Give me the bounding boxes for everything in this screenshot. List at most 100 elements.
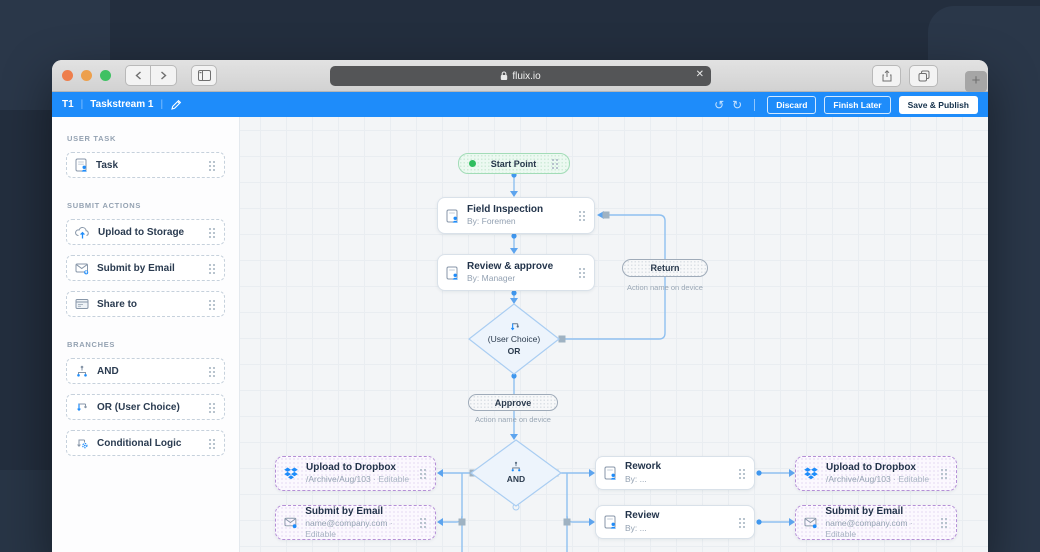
palette-item-label: Share to — [97, 298, 138, 310]
detail-separator: · — [893, 474, 896, 485]
drag-handle-icon[interactable] — [208, 159, 216, 171]
task-icon — [604, 515, 616, 529]
drag-handle-icon[interactable] — [551, 158, 559, 169]
sidebar-toggle-button[interactable] — [191, 65, 217, 86]
editable-tag: Editable — [825, 528, 857, 539]
detail-separator: · — [389, 518, 393, 529]
palette-item-share-to[interactable]: Share to — [66, 291, 225, 317]
node-return-action[interactable]: Return — [622, 259, 708, 277]
connector-lines — [437, 172, 795, 552]
node-title: Rework — [625, 461, 662, 473]
node-upload-dropbox-right[interactable]: Upload to Dropbox /Archive/Aug/103 · Edi… — [795, 456, 957, 491]
drag-handle-icon[interactable] — [419, 468, 427, 479]
workflow-canvas[interactable]: Start Point Field Inspection By: Foremen… — [240, 117, 988, 552]
node-label: (User Choice) — [487, 334, 541, 345]
node-title: Review — [625, 510, 660, 522]
drag-handle-icon[interactable] — [208, 262, 216, 274]
taskstream-title[interactable]: Taskstream 1 — [90, 99, 154, 110]
node-label: OR — [507, 345, 521, 356]
node-upload-dropbox-left[interactable]: Upload to Dropbox /Archive/Aug/103 · Edi… — [275, 456, 436, 491]
palette-item-or-user-choice[interactable]: OR (User Choice) — [66, 394, 225, 420]
task-icon — [446, 266, 458, 280]
editable-tag: Editable — [898, 474, 930, 485]
node-subtitle: By: Manager — [467, 273, 516, 284]
node-approve-action[interactable]: Approve — [468, 394, 558, 411]
close-window-button[interactable] — [62, 70, 73, 81]
node-subtitle: By: Foremen — [467, 216, 516, 227]
share-button[interactable] — [872, 65, 901, 87]
detail-separator: · — [909, 518, 913, 529]
close-tab-icon[interactable]: ✕ — [695, 69, 704, 80]
drag-handle-icon[interactable] — [940, 468, 948, 479]
action-caption: Action name on device — [475, 415, 551, 424]
palette-item-conditional-logic[interactable]: Conditional Logic — [66, 430, 225, 456]
action-caption: Action name on device — [627, 283, 703, 292]
node-review-approve[interactable]: Review & approve By: Manager — [437, 254, 595, 291]
share-to-icon — [75, 299, 89, 309]
drag-handle-icon[interactable] — [578, 267, 586, 278]
email-icon — [284, 517, 297, 529]
node-or-branch[interactable]: (User Choice) OR — [468, 303, 560, 375]
drag-handle-icon[interactable] — [940, 517, 948, 528]
chevron-left-icon — [134, 71, 141, 80]
save-publish-button[interactable]: Save & Publish — [898, 95, 978, 114]
drag-handle-icon[interactable] — [208, 401, 216, 413]
palette-item-task[interactable]: Task — [66, 152, 225, 178]
new-tab-button[interactable]: + — [965, 71, 987, 92]
tabs-overview-button[interactable] — [909, 65, 938, 87]
section-label-branches: BRANCHES — [67, 340, 116, 349]
breadcrumb-separator: | — [80, 99, 84, 110]
email-icon — [75, 263, 89, 274]
drag-handle-icon[interactable] — [578, 210, 586, 221]
forward-button[interactable] — [151, 65, 177, 86]
node-title: Field Inspection — [467, 203, 544, 215]
node-palette-sidebar: USER TASK Task SUBMIT ACTIONS Upload to … — [52, 117, 240, 552]
task-icon — [446, 209, 458, 223]
node-submit-email-left[interactable]: Submit by Email name@company.com · Edita… — [275, 505, 436, 540]
node-start-point[interactable]: Start Point — [458, 153, 570, 174]
node-and-branch[interactable]: AND — [469, 439, 563, 507]
node-label: Return — [650, 263, 680, 273]
discard-button[interactable]: Discard — [767, 95, 817, 114]
browser-window: fluix.io ✕ + T1 | Taskstream 1 | ↺ ↻ Dis… — [52, 60, 988, 552]
back-button[interactable] — [125, 65, 151, 86]
drag-handle-icon[interactable] — [208, 298, 216, 310]
zoom-window-button[interactable] — [100, 70, 111, 81]
chevron-right-icon — [161, 71, 167, 80]
detail-separator: · — [373, 474, 376, 485]
drag-handle-icon[interactable] — [738, 516, 746, 528]
and-branch-icon — [77, 365, 87, 377]
redo-button[interactable]: ↻ — [732, 97, 743, 112]
palette-item-submit-email[interactable]: Submit by Email — [66, 255, 225, 281]
cloud-upload-icon — [75, 226, 89, 238]
minimize-window-button[interactable] — [81, 70, 92, 81]
email-icon — [804, 517, 817, 529]
node-label: Approve — [494, 397, 532, 408]
node-field-inspection[interactable]: Field Inspection By: Foremen — [437, 197, 595, 234]
palette-item-label: Task — [96, 159, 119, 171]
drag-handle-icon[interactable] — [208, 226, 216, 238]
palette-item-and[interactable]: AND — [66, 358, 225, 384]
node-submit-email-right[interactable]: Submit by Email name@company.com · Edita… — [795, 505, 957, 540]
edit-pencil-icon[interactable] — [170, 99, 182, 111]
node-detail: /Archive/Aug/103 — [306, 474, 371, 485]
node-detail: name@company.com — [825, 518, 908, 529]
drag-handle-icon[interactable] — [419, 517, 427, 528]
address-bar[interactable]: fluix.io ✕ — [330, 66, 711, 86]
undo-button[interactable]: ↺ — [714, 97, 725, 112]
drag-handle-icon[interactable] — [208, 365, 216, 377]
finish-later-button[interactable]: Finish Later — [824, 95, 891, 114]
drag-handle-icon[interactable] — [738, 467, 746, 479]
palette-item-label: AND — [97, 365, 119, 377]
node-review[interactable]: Review By: ... — [595, 505, 755, 539]
diamond-shape — [469, 439, 563, 507]
tabs-icon — [918, 70, 929, 82]
node-rework[interactable]: Rework By: ... — [595, 456, 755, 490]
node-detail: /Archive/Aug/103 — [826, 474, 891, 485]
breadcrumb: T1 | Taskstream 1 | — [62, 99, 182, 111]
palette-item-upload-storage[interactable]: Upload to Storage — [66, 219, 225, 245]
diamond-shape — [468, 303, 560, 375]
drag-handle-icon[interactable] — [208, 437, 216, 449]
breadcrumb-separator: | — [160, 99, 164, 110]
or-branch-icon — [510, 323, 519, 331]
